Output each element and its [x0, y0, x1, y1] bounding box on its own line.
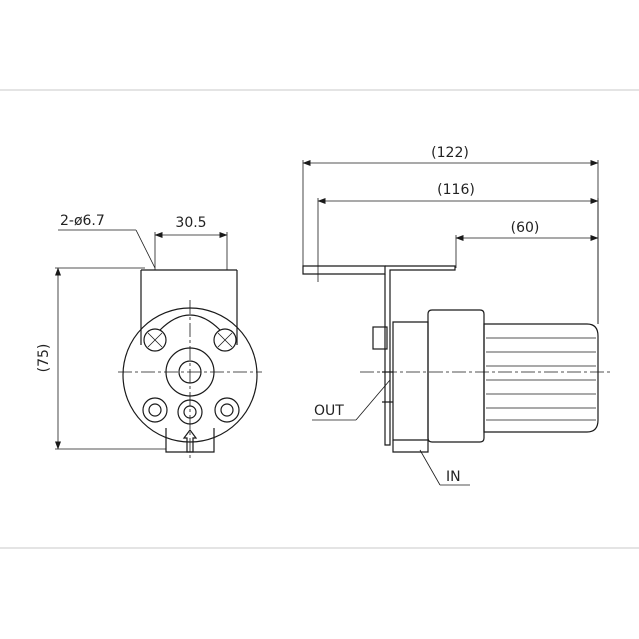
side-pin-top: [372, 326, 388, 350]
dim-overall-length: (122): [431, 145, 469, 161]
side-flange: [427, 309, 485, 443]
dim-mid-length: (116): [437, 182, 475, 198]
side-view: (122) (116) (60) OUT IN: [302, 145, 612, 486]
side-motor-ribs: [486, 337, 596, 421]
in-leader: [419, 449, 441, 486]
side-motor-body: [483, 323, 599, 433]
bolt-left: [142, 397, 168, 423]
front-top-lobe: [159, 314, 221, 331]
screw-left: [143, 328, 167, 352]
dim-height: (75): [36, 344, 52, 373]
side-mounting-plate: [302, 265, 386, 275]
dim-hole-spacing: 30.5: [175, 215, 206, 231]
side-inlet-tube: [392, 440, 429, 453]
front-bracket: [140, 269, 238, 345]
label-outlet: OUT: [314, 403, 344, 419]
dim-hole-spec: 2-ø6.7: [60, 213, 105, 229]
label-inlet: IN: [446, 469, 461, 485]
front-view: 30.5 2-ø6.7 (75): [36, 213, 262, 460]
bolt-right: [214, 397, 240, 423]
dim-head-length: (60): [511, 220, 540, 236]
screw-right: [213, 328, 237, 352]
side-bracket-bend: [384, 265, 456, 446]
side-pump-housing: [392, 321, 429, 441]
